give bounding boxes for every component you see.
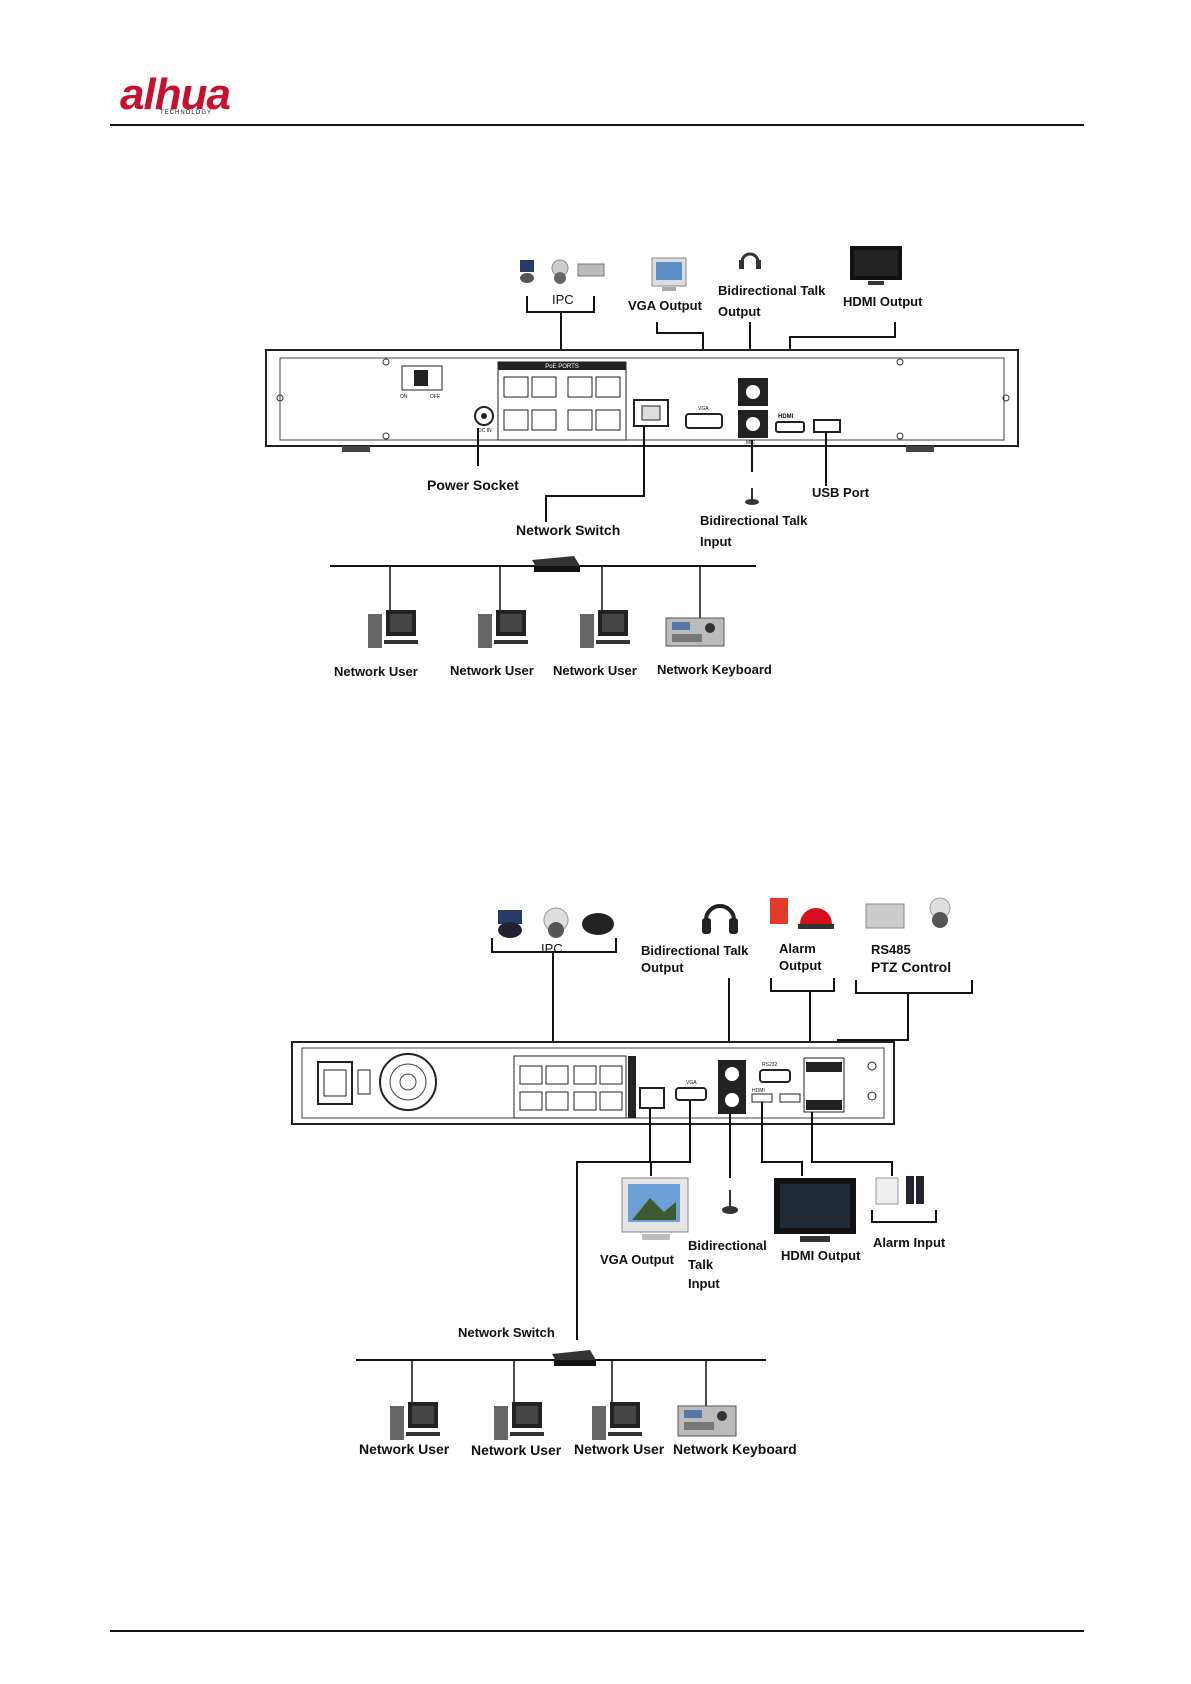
nvr-rear-panel [265,349,1019,452]
d1-talk-input-label-2: Input [700,534,732,549]
d2-network-switch-label: Network Switch [458,1325,555,1340]
d1-network-switch-label: Network Switch [516,522,621,538]
d2-alarm-input-label: Alarm Input [873,1235,946,1250]
d1-talk-output-label-1: Bidirectional Talk [718,283,826,298]
d2-rs485-label-1: RS485 [871,942,911,957]
ipc-cameras-icon [498,907,614,938]
dc-in-text: DC IN [478,428,492,434]
hdmi-port-text: HDMI [778,414,794,420]
vga-monitor-icon [621,1177,689,1240]
d1-power-socket-label: Power Socket [427,477,519,493]
d2-alarm-output-label-1: Alarm [779,941,816,956]
d2-network-user-3: Network User [574,1441,665,1457]
d2-vga-port-text: VGA [686,1080,697,1086]
d2-talk-input-label-1: Bidirectional [688,1238,767,1253]
switch-on-text: ON [400,394,408,400]
d2-rs485-label-2: PTZ Control [871,959,952,975]
d1-usb-port-label: USB Port [812,485,870,500]
poe-ports-text: PoE PORTS [545,364,579,370]
vga-monitor-icon [651,257,687,291]
footer-rule [110,1630,1084,1632]
d2-ipc-label: IPC [541,941,563,956]
network-user-pc-icon [592,1402,642,1440]
hdmi-tv-icon [774,1178,856,1242]
headphones-icon [702,904,738,934]
alarm-output-icon [770,898,834,929]
d1-ipc-label: IPC [552,292,574,307]
d1-talk-input-label-1: Bidirectional Talk [700,513,808,528]
mic-port-text: MIC [746,440,756,446]
network-switch-icon [532,556,580,572]
network-switch-icon [552,1350,596,1366]
d2-network-user-2: Network User [471,1442,562,1458]
d2-vga-output-label: VGA Output [600,1252,674,1267]
headset-icon [739,252,761,269]
network-user-pc-icon [390,1402,440,1440]
nvr-rear-panel [291,1041,895,1125]
rs485-ptz-icon [865,897,951,929]
d2-talk-output-label-1: Bidirectional Talk [641,943,749,958]
d2-talk-input-label-3: Input [688,1276,720,1291]
d1-network-keyboard: Network Keyboard [657,662,772,677]
d2-talk-output-label-2: Output [641,960,684,975]
d1-network-user-3: Network User [553,663,637,678]
switch-off-text: OFF [430,394,440,400]
network-user-pc-icon [478,610,528,648]
microphone-icon [745,488,759,505]
d1-talk-output-label-2: Output [718,304,761,319]
d2-talk-input-label-2: Talk [688,1257,714,1272]
diagram-1: PoE PORTS ON OFF DC IN VGA MIC HDMI [265,246,1019,648]
d2-alarm-output-label-2: Output [779,958,822,973]
network-keyboard-icon [677,1405,737,1437]
microphone-icon [722,1190,738,1214]
logo-tagline: TECHNOLOGY [160,110,213,116]
header-rule [110,124,1084,126]
network-user-pc-icon [368,610,418,648]
d2-hdmi-output-label: HDMI Output [781,1248,861,1263]
alarm-input-icon [875,1176,924,1205]
d1-network-user-1: Network User [334,664,418,679]
d1-vga-output-label: VGA Output [628,298,702,313]
d1-hdmi-output-label: HDMI Output [843,294,923,309]
d2-hdmi-port-text: HDMI [752,1088,765,1094]
d2-network-keyboard: Network Keyboard [673,1441,797,1457]
ipc-cameras-icon [520,259,605,284]
network-user-pc-icon [580,610,630,648]
diagram-2: VGA HDMI RS232 [291,897,973,1440]
d2-network-user-1: Network User [359,1441,450,1457]
network-keyboard-icon [665,617,725,647]
network-user-pc-icon [494,1402,544,1440]
d1-network-user-2: Network User [450,663,534,678]
hdmi-tv-icon [850,246,902,285]
vga-port-text: VGA [698,406,709,412]
d2-rs232-port-text: RS232 [762,1062,778,1068]
dahua-logo: alhua [120,70,231,119]
